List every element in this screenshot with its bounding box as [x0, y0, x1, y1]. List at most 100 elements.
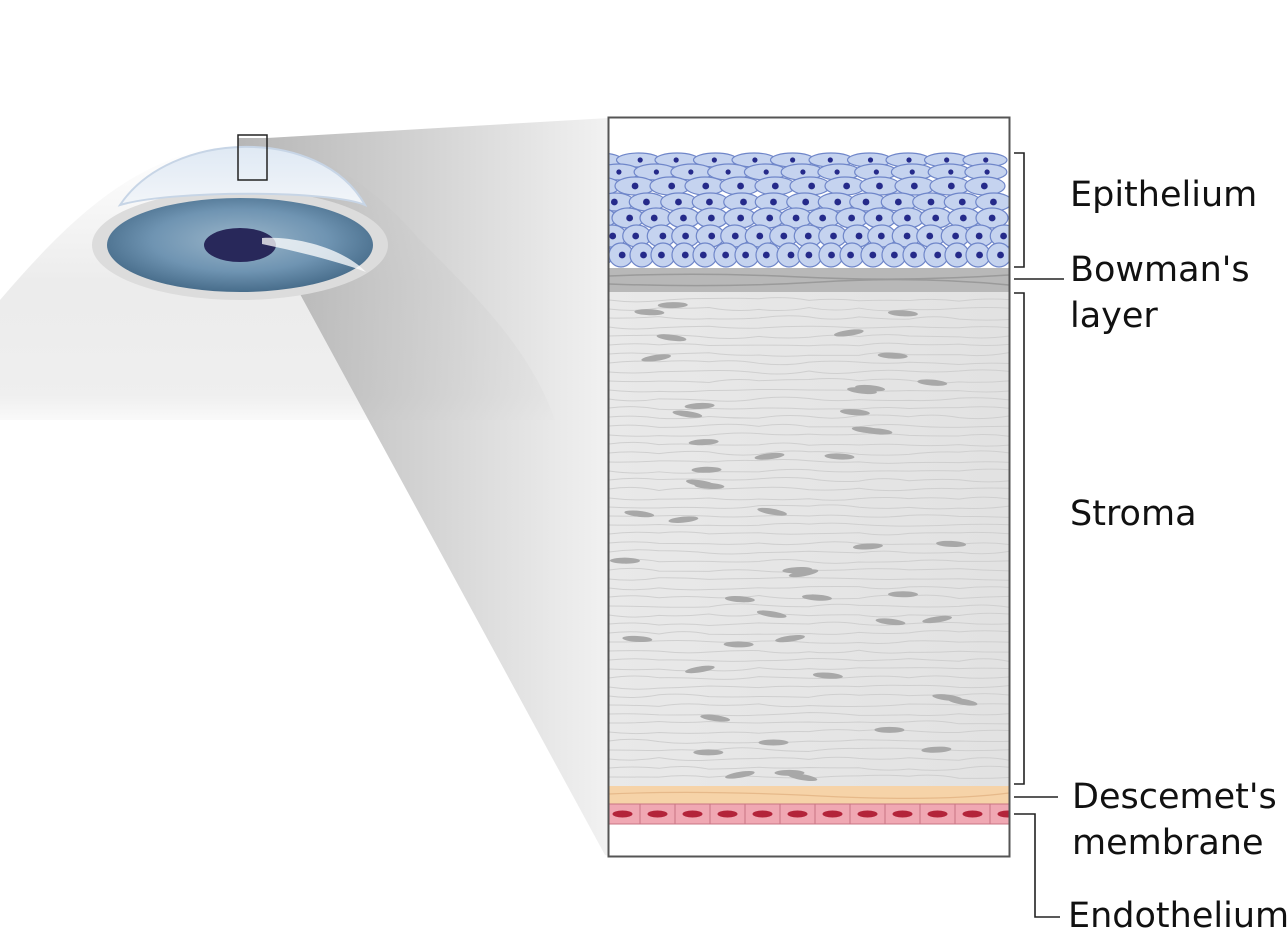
eye [92, 145, 388, 300]
epithelium-nucleus [984, 169, 990, 175]
epithelium-nucleus [787, 251, 795, 259]
zoom-region-marker [237, 134, 268, 181]
epithelium-nucleus [742, 251, 750, 259]
label-bowmans-line1: Bowman's [1070, 250, 1250, 290]
epithelium-nucleus [952, 232, 959, 240]
keratocyte [922, 615, 952, 624]
keratocyte [887, 310, 918, 317]
epithelium-nucleus [903, 232, 911, 240]
label-descemets-membrane: Descemet's membrane [1072, 774, 1277, 866]
epithelium-nucleus [681, 251, 689, 259]
endothelium-nucleus [822, 810, 843, 818]
cornea-dome [117, 145, 368, 208]
keratocyte [641, 354, 672, 362]
stroma-fiber [609, 450, 1009, 456]
epithelium-nucleus [650, 214, 658, 222]
epithelium-nucleus [988, 214, 996, 222]
epithelium-nucleus [862, 198, 870, 206]
epithelium-nucleus [725, 169, 731, 175]
keratocyte [684, 402, 715, 410]
epithelium-nucleus [843, 182, 851, 190]
stroma-fiber [609, 486, 1009, 492]
epithelium-nucleus [682, 232, 689, 240]
epithelium-nucleus [711, 157, 717, 163]
keratocyte [936, 540, 967, 548]
label-bowmans-layer: Bowman's layer [1070, 247, 1250, 339]
stroma-fiber [609, 621, 1009, 626]
stroma-fiber [609, 522, 1009, 527]
stroma-fiber [609, 459, 1009, 464]
epithelium-nucleus [668, 182, 676, 190]
stroma-fiber [609, 315, 1009, 321]
keratocyte [802, 594, 832, 601]
epithelium-nucleus [975, 232, 983, 240]
epithelium-nucleus [731, 232, 739, 240]
cross-section-frame [607, 116, 1011, 858]
keratocyte [874, 726, 905, 733]
endothelium-nucleus [787, 810, 808, 818]
epithelium-nucleus [958, 198, 966, 206]
epithelium-nucleus [804, 232, 812, 240]
stroma-fiber [609, 630, 1009, 635]
keratocyte [725, 770, 755, 779]
stroma-fiber [609, 756, 1009, 762]
epithelium-nucleus [737, 182, 744, 190]
keratocyte [754, 452, 785, 460]
epithelium-nucleus [699, 251, 707, 259]
keratocyte [757, 507, 787, 516]
stroma-fiber [609, 396, 1009, 402]
keratocyte [833, 329, 864, 337]
endothelium-nucleus [752, 810, 773, 818]
keratocyte [851, 426, 882, 434]
epithelium-nucleus [926, 232, 934, 240]
stroma-fiber [609, 612, 1009, 618]
epithelium-nucleus [722, 251, 730, 259]
endothelium-nucleus [997, 810, 1009, 818]
endothelium-nucleus [892, 810, 913, 818]
epithelium-nucleus [869, 251, 877, 259]
stroma-fiber [609, 585, 1009, 591]
stroma-fiber [609, 297, 1009, 303]
stroma-bracket [1014, 292, 1025, 785]
epithelium-nucleus [616, 169, 622, 175]
keratocyte [774, 769, 805, 776]
epithelium-nucleus [805, 251, 813, 259]
epithelium-nucleus [890, 251, 898, 259]
epithelium-nucleus [802, 198, 810, 206]
stroma-fiber [609, 306, 1009, 312]
keratocyte [668, 516, 699, 523]
zoom-beam [238, 118, 609, 856]
epithelium-nucleus [855, 232, 863, 240]
epithelium-nucleus [873, 169, 879, 175]
epithelium-nucleus [631, 182, 639, 190]
keratocyte [685, 665, 715, 674]
stroma-fiber [609, 558, 1009, 564]
epithelium-nucleus [944, 157, 950, 163]
stroma-fiber [609, 549, 1009, 555]
epithelium-nucleus [997, 251, 1004, 259]
endothelium-leader [1014, 813, 1060, 918]
stroma-fiber [609, 504, 1009, 510]
stroma-fiber [609, 738, 1009, 744]
epithelium-nucleus [790, 157, 796, 163]
epithelium-nucleus [680, 214, 687, 222]
epithelium-nucleus [830, 232, 837, 240]
epithelium-nucleus [675, 198, 682, 206]
epithelium-nucleus [643, 198, 650, 206]
stroma-fiber [609, 423, 1009, 428]
epithelium-nucleus [983, 157, 989, 163]
epithelium-nucleus [640, 251, 647, 259]
epithelium-nucleus [910, 182, 918, 190]
epithelium-nucleus [800, 169, 806, 175]
epithelium-nucleus [792, 214, 800, 222]
stroma-fiber [609, 667, 1009, 672]
epithelium-nucleus [976, 251, 983, 259]
keratocyte [688, 439, 719, 446]
keratocyte [756, 610, 787, 618]
keratocyte [694, 482, 725, 490]
endothelium-nucleus [682, 810, 703, 818]
stroma-fiber [609, 496, 1009, 501]
epithelium-nucleus [848, 214, 856, 222]
epithelium-nucleus [934, 251, 942, 259]
epithelium-nucleus [752, 157, 758, 163]
